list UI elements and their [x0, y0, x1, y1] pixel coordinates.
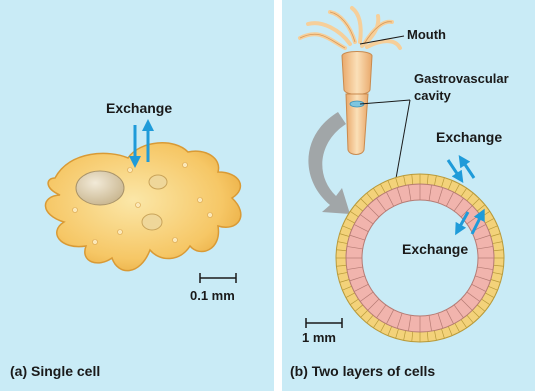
scale-bar-a — [200, 273, 236, 283]
exchange-label-outer: Exchange — [436, 130, 502, 144]
single-cell — [45, 143, 240, 271]
cavity-label-line2: cavity — [414, 89, 451, 102]
mouth-label: Mouth — [407, 28, 446, 41]
exchange-label-inner: Exchange — [402, 242, 468, 256]
vacuole — [142, 214, 162, 230]
curved-arrow — [308, 112, 350, 214]
vacuole — [149, 175, 167, 189]
nucleus — [76, 171, 124, 205]
cavity-label-line1: Gastrovascular — [414, 72, 509, 85]
cross-section — [336, 174, 504, 342]
scale-bar-b — [306, 318, 342, 328]
scale-label-b: 1 mm — [302, 331, 336, 344]
caption-a: (a) Single cell — [10, 364, 100, 378]
scale-label-a: 0.1 mm — [190, 289, 235, 302]
exchange-label-a: Exchange — [106, 101, 172, 115]
caption-b: (b) Two layers of cells — [290, 364, 435, 378]
exchange-arrows-b-outer — [448, 160, 474, 178]
hydra — [300, 8, 400, 155]
